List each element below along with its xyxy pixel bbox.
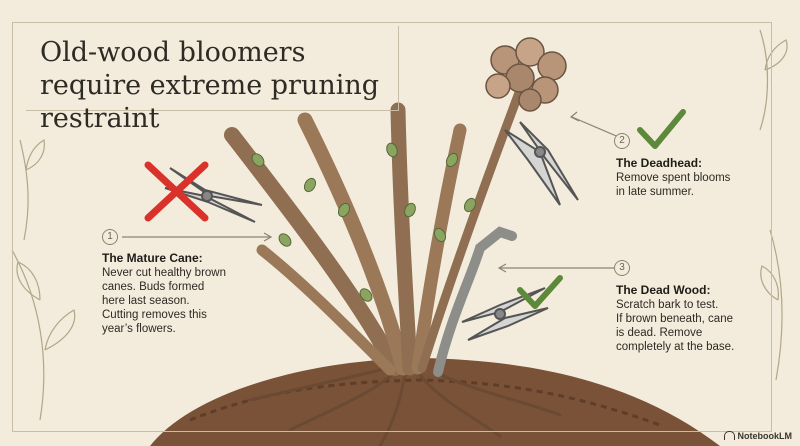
dead-wood-heading: The Dead Wood:: [616, 283, 711, 297]
decorative-foliage: [11, 29, 788, 421]
dead-wood-check-icon: [517, 275, 563, 309]
spent-bloom-flower: [485, 37, 567, 112]
soil-mound: [150, 358, 720, 446]
roots: [248, 368, 562, 446]
buds: [251, 142, 477, 302]
deadhead-heading: The Deadhead:: [616, 156, 703, 170]
step-number-2: 2: [614, 133, 630, 149]
cane-lower: [256, 244, 396, 376]
deadhead-text: Remove spent blooms in late summer.: [616, 172, 731, 198]
leader-arrow-3: [497, 263, 507, 273]
dead-wood-text: Scratch bark to test. If brown beneath, …: [616, 299, 735, 353]
mature-cane-heading: The Mature Cane:: [102, 251, 203, 265]
cane-center: [390, 102, 418, 376]
dead-wood-cane: [433, 226, 517, 377]
step-number-3: 3: [614, 260, 630, 276]
mature-cane-text: Never cut healthy brown canes. Buds form…: [102, 267, 227, 335]
notebooklm-logo-icon: [723, 431, 735, 440]
step-number-1: 1: [102, 229, 118, 245]
brand-watermark: NotebookLM: [723, 431, 793, 441]
pruner-dead-wood-icon: [461, 287, 549, 341]
leader-arrow-1: [263, 232, 273, 242]
brand-name: NotebookLM: [737, 431, 793, 441]
pruner-mature-cane-icon: [164, 167, 263, 223]
do-not-cut-cross-icon: [144, 161, 209, 222]
cane-left-inner: [297, 112, 411, 376]
pruner-deadhead-icon: [504, 121, 579, 206]
title-panel: [26, 26, 399, 111]
page-title: Old-wood bloomers require extreme prunin…: [40, 37, 380, 134]
cane-tall: [417, 85, 525, 373]
leader-arrow-2: [569, 111, 580, 122]
deadhead-check-icon: [637, 109, 686, 149]
